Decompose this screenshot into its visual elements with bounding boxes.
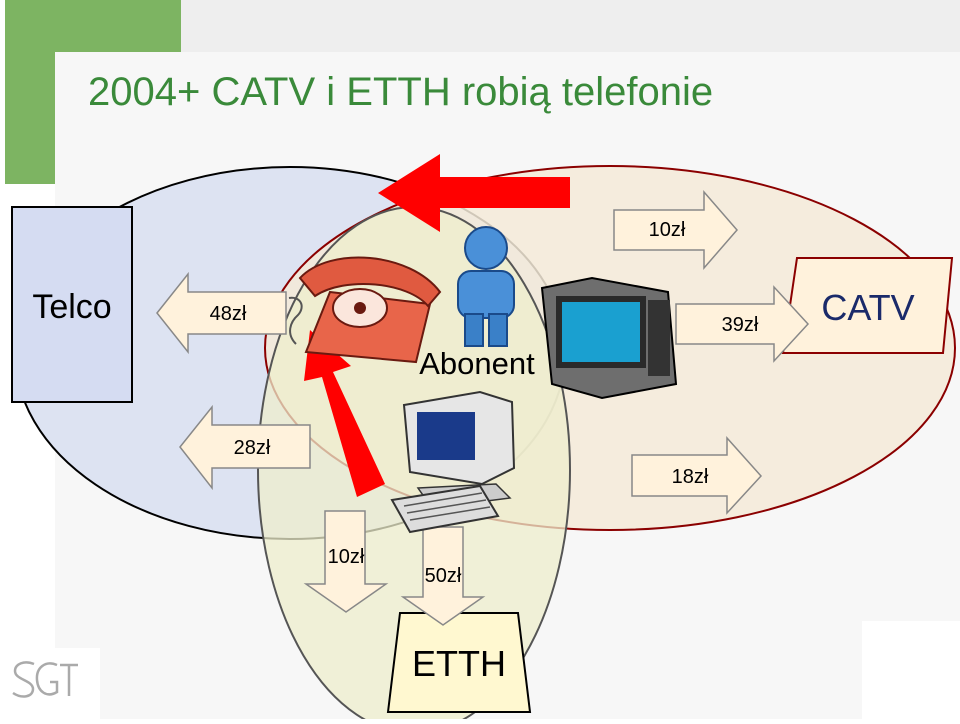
payment-label-telco-pc: 28zł <box>234 437 271 459</box>
computer-icon <box>390 390 516 534</box>
gray-band-top <box>181 0 960 52</box>
payment-label-etth-phone: 10zł <box>328 546 365 568</box>
payment-arrow-catv-pc <box>631 436 763 515</box>
payment-arrow-etth-phone <box>303 510 389 613</box>
slide-title: 2004+ CATV i ETTH robią telefonie <box>88 70 714 114</box>
etth-box <box>386 612 532 713</box>
telco-label: Telco <box>32 288 111 326</box>
telco-box <box>11 206 133 403</box>
white-corner-block <box>862 621 960 719</box>
migration-arrow-horizontal <box>378 154 570 232</box>
person-icon <box>457 226 515 347</box>
payment-label-telco-phone: 48zł <box>210 303 247 325</box>
payment-arrow-catv-tv <box>675 285 810 363</box>
payment-arrow-catv-phone <box>613 189 738 271</box>
payment-arrow-etth-pc <box>400 526 486 626</box>
etth-label: ETTH <box>412 643 506 684</box>
catv-label: CATV <box>821 287 914 328</box>
migration-arrow-diagonal <box>304 330 385 497</box>
payment-arrow-telco-pc <box>179 404 311 491</box>
green-corner-left <box>5 0 55 184</box>
payment-arrow-telco-phone <box>156 271 287 355</box>
telephone-icon <box>288 256 442 364</box>
subscriber-label: Abonent <box>419 346 535 381</box>
payment-label-catv-tv: 39zł <box>722 314 759 336</box>
payment-label-catv-phone: 10zł <box>649 219 686 241</box>
payment-label-etth-pc: 50zł <box>425 565 462 587</box>
payment-label-catv-pc: 18zł <box>672 466 709 488</box>
television-icon <box>540 276 678 400</box>
sgt-logo <box>0 648 100 719</box>
